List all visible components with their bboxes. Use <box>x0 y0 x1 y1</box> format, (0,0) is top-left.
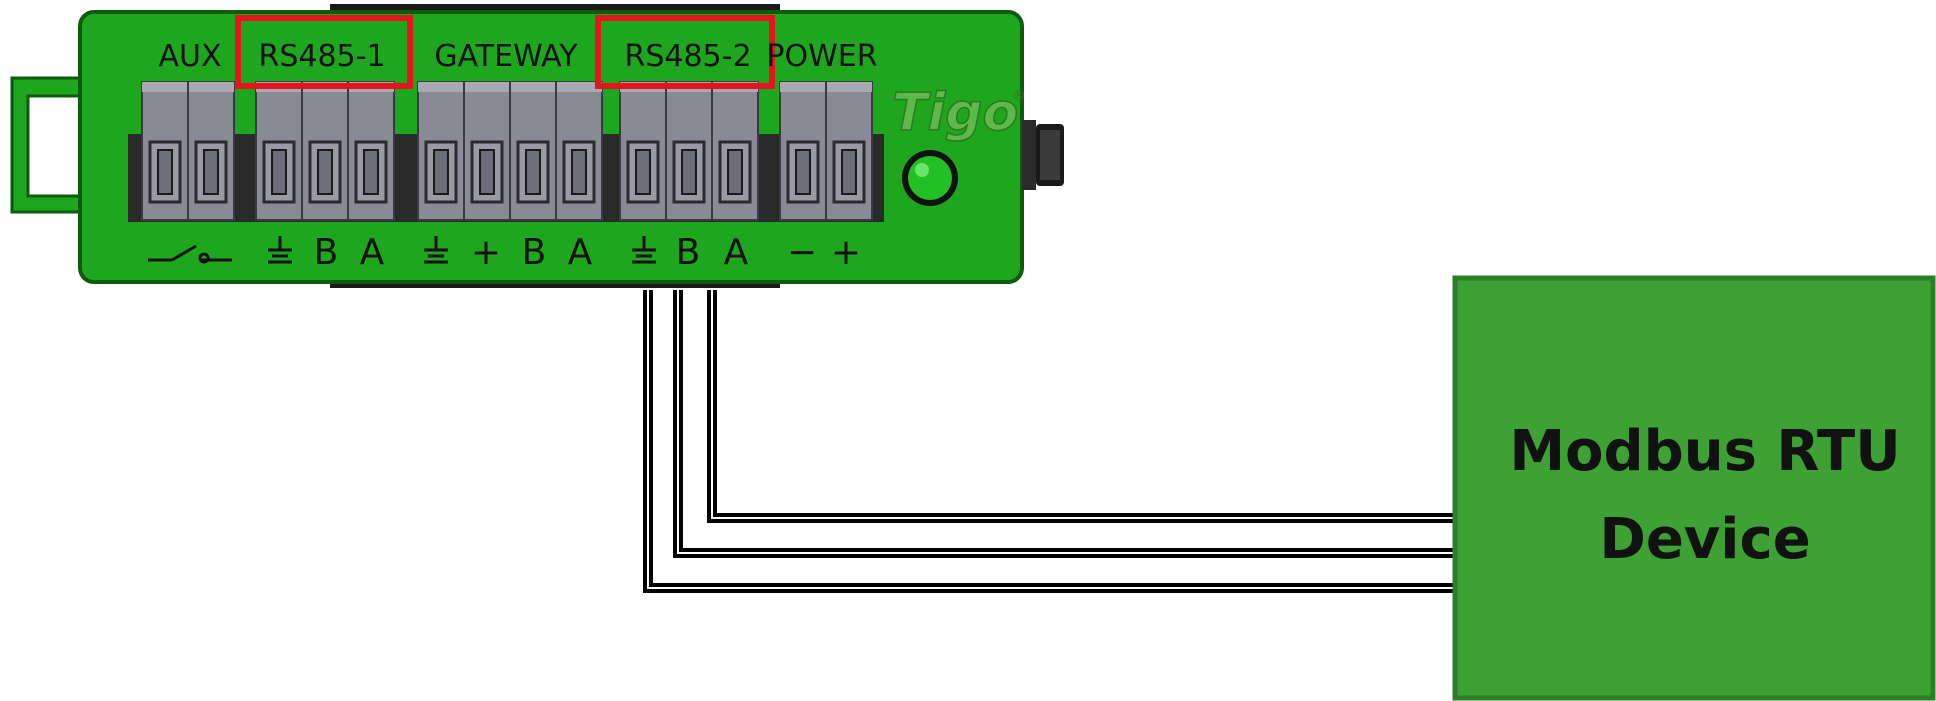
wire-a <box>707 290 1455 523</box>
rs485_2-polarity-1: B <box>676 232 701 273</box>
gateway-ground-symbol <box>424 236 448 264</box>
aux-switch-symbol <box>148 244 232 264</box>
rs485_2-terminal-slot <box>635 149 651 195</box>
rs485_1-terminal-slot <box>317 149 333 195</box>
rs485_2-terminal-slot <box>681 149 697 195</box>
gateway-terminal-slot <box>433 149 449 195</box>
rs485_1-polarity-1: B <box>314 232 339 273</box>
aux-terminal-slot <box>157 149 173 195</box>
rs485_1-highlight-box <box>235 15 413 89</box>
device-label-line2: Device <box>1599 507 1810 572</box>
antenna-connector <box>1022 120 1064 190</box>
power-polarity-1: + <box>831 232 861 273</box>
registered-mark: ® <box>1012 88 1026 104</box>
device-label-line1: Modbus RTU <box>1509 419 1900 484</box>
gateway-terminal-slot <box>571 149 587 195</box>
rs485-wires <box>643 290 1455 593</box>
mounting-bracket <box>10 76 86 214</box>
modbus-device-box <box>1452 275 1936 701</box>
rs485_2-polarity-2: A <box>724 232 749 273</box>
rs485_1-polarity-2: A <box>360 232 385 273</box>
rs485_2-terminal-slot <box>727 149 743 195</box>
rs485_2-highlight-box <box>595 15 775 89</box>
wire-ground-inner <box>647 290 1455 589</box>
section-labels: AUX RS485-1 GATEWAY RS485-2 POWER <box>158 15 878 89</box>
rs485_1-ground-symbol <box>268 236 292 264</box>
wire-a-inner <box>711 290 1455 519</box>
terminal-blocks <box>141 81 873 221</box>
power-polarity-0: − <box>787 232 817 273</box>
gateway-polarity-1: + <box>471 232 501 273</box>
power-terminal-slot <box>841 149 857 195</box>
gateway-label: GATEWAY <box>434 39 578 74</box>
power-terminal-slot <box>795 149 811 195</box>
tigo-logo: Tigo <box>892 83 1018 143</box>
aux-terminal-slot <box>203 149 219 195</box>
aux-label: AUX <box>158 39 221 74</box>
gateway-terminal-slot <box>525 149 541 195</box>
rs485_1-label: RS485-1 <box>258 39 385 74</box>
rs485_2-label: RS485-2 <box>624 39 751 74</box>
rs485_1-terminal-slot <box>271 149 287 195</box>
gateway-polarity-3: A <box>568 232 593 273</box>
rs485_2-ground-symbol <box>632 236 656 264</box>
gateway-polarity-2: B <box>522 232 547 273</box>
gateway-terminal-slot <box>479 149 495 195</box>
status-led <box>902 150 958 206</box>
rs485_1-terminal-slot <box>363 149 379 195</box>
power-label: POWER <box>766 39 877 74</box>
wire-ground <box>643 290 1455 593</box>
wire-b-inner <box>677 290 1455 554</box>
